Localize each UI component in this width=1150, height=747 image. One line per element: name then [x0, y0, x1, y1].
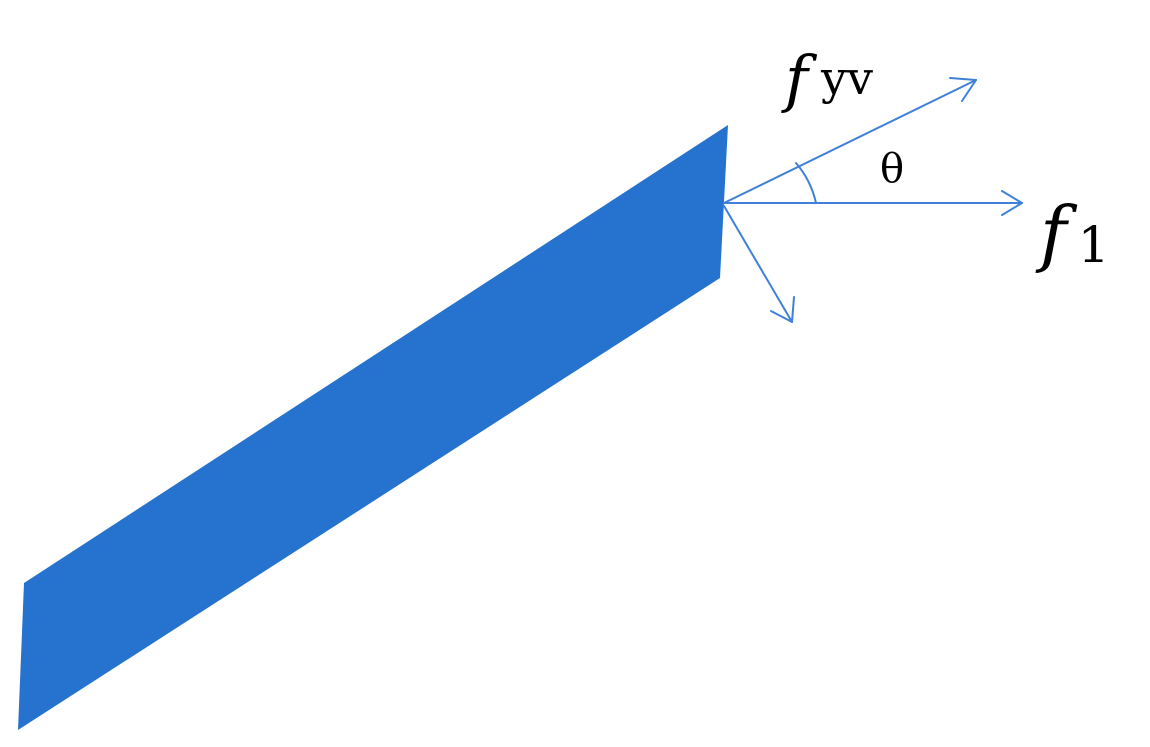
- blue-beam: [18, 125, 728, 730]
- f1-base: f: [1035, 191, 1078, 275]
- f1-arrow: [723, 190, 1023, 216]
- f-yv-base: f: [781, 42, 818, 115]
- f1-label: f 1: [1035, 191, 1110, 275]
- f1-subscript: 1: [1078, 216, 1110, 274]
- normal-arrow: [723, 205, 795, 323]
- f-yv-label: f yv: [781, 42, 873, 115]
- f-yv-subscript: yv: [820, 51, 873, 105]
- f-yv-arrow: [723, 77, 977, 204]
- theta-label: θ: [880, 146, 904, 192]
- theta-arc: [795, 162, 817, 204]
